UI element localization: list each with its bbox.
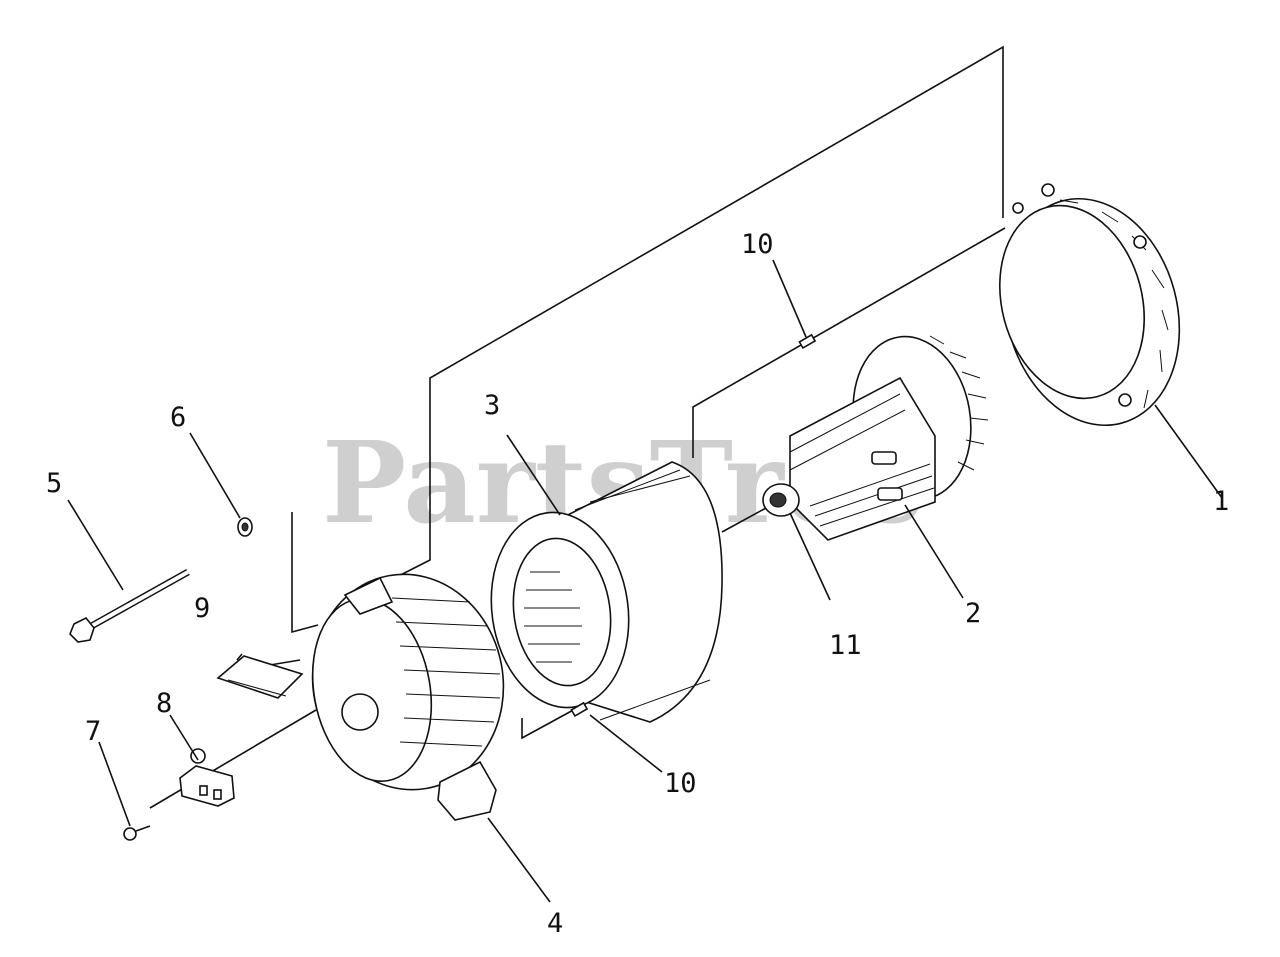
part-bearing-leader xyxy=(789,512,831,601)
part-pad xyxy=(216,653,304,699)
callout-7: 7 xyxy=(85,716,101,747)
callout-labels: 1 2 3 4 5 6 7 8 9 10 10 11 xyxy=(46,229,1229,939)
part-front-housing xyxy=(311,573,551,903)
part-dowel-pin-bottom xyxy=(570,701,663,773)
part-rotor xyxy=(762,335,989,599)
callout-4: 4 xyxy=(547,908,563,939)
part-dowel-pin-top xyxy=(772,259,817,350)
callout-1: 1 xyxy=(1213,486,1229,517)
part-washer xyxy=(189,432,253,537)
callout-3: 3 xyxy=(484,390,500,421)
callout-9: 9 xyxy=(194,593,210,624)
part-stator xyxy=(490,434,723,723)
callout-5: 5 xyxy=(46,468,62,499)
callout-10-bottom: 10 xyxy=(664,768,697,799)
callout-8: 8 xyxy=(156,688,172,719)
callout-2: 2 xyxy=(965,598,981,629)
part-screw xyxy=(98,741,151,841)
part-through-bolt xyxy=(67,499,190,643)
callout-11: 11 xyxy=(829,630,862,661)
part-rear-cover xyxy=(998,183,1223,499)
part-brush-holder xyxy=(169,714,235,807)
callout-6: 6 xyxy=(170,402,186,433)
callout-10-top: 10 xyxy=(741,229,774,260)
assembly-guide-lines xyxy=(149,45,1006,809)
